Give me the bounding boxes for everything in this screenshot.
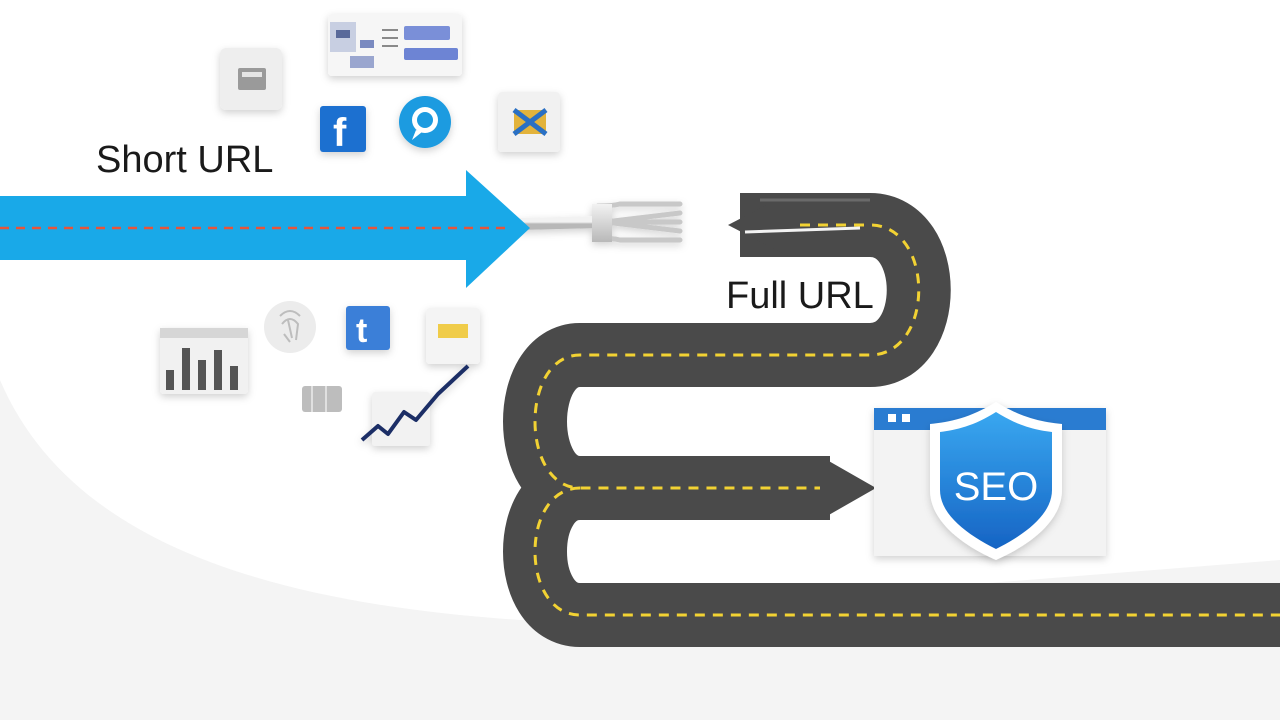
map-icon (302, 386, 342, 412)
seo-shield-icon: SEO (930, 402, 1062, 560)
road-start-tip (728, 193, 790, 257)
facebook-icon: f (320, 106, 366, 155)
lane-markings (533, 223, 1280, 617)
notes-icon (426, 308, 480, 364)
fingerprint-icon (264, 301, 316, 353)
browser-window-icon (220, 48, 282, 110)
road-arrow-tip (820, 456, 876, 520)
dashboard-widget-icon (328, 14, 462, 76)
short-url-arrow (0, 170, 530, 288)
road-slot (744, 226, 861, 234)
window-dot (888, 414, 896, 422)
email-icon (498, 92, 560, 152)
trend-line-icon (360, 364, 470, 446)
seo-badge-text: SEO (954, 465, 1038, 509)
chat-bubble-icon (399, 96, 451, 148)
facebook-letter: f (333, 111, 347, 155)
tumblr-icon: t (346, 306, 390, 350)
fork-icon (514, 201, 683, 243)
window-dot (902, 414, 910, 422)
tumblr-letter: t (356, 312, 367, 350)
full-url-label: Full URL (726, 275, 874, 317)
short-url-label: Short URL (96, 139, 273, 181)
bar-chart-icon (160, 328, 248, 394)
full-url-road (503, 193, 1280, 647)
